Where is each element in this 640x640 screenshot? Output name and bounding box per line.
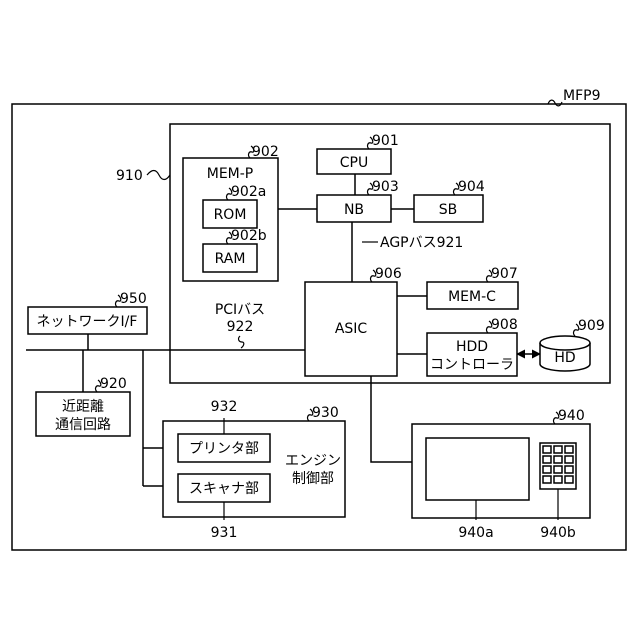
ram-ref: 902b: [231, 228, 267, 244]
hdd-controller-line1: HDD: [456, 339, 488, 355]
keypad-key: [565, 456, 573, 463]
keypad-key: [543, 476, 551, 483]
engine-ref: 930: [312, 405, 339, 421]
mem-c-label: MEM-C: [448, 289, 496, 305]
keypad-key: [554, 476, 562, 483]
controller-ref-label: 910: [116, 168, 143, 184]
network-if-ref: 950: [120, 291, 147, 307]
keypad-key: [565, 476, 573, 483]
sb-label: SB: [439, 202, 458, 218]
keypad-key: [554, 456, 562, 463]
printer-ref: 932: [211, 399, 238, 415]
operation-panel-ref: 940: [558, 408, 585, 424]
hd-ref: 909: [578, 318, 605, 334]
keypad-grid: [540, 443, 576, 489]
keypad-ref: 940b: [540, 525, 576, 541]
agp-bus-label: AGPバス921: [380, 235, 463, 251]
keypad-key: [554, 466, 562, 473]
engine-line2: 制御部: [292, 471, 334, 487]
keypad-key: [543, 456, 551, 463]
pci-bus-ref-leader: [239, 336, 244, 348]
hd-label: HD: [554, 350, 575, 366]
printer-label: プリンタ部: [189, 441, 259, 457]
short-range-line1: 近距離: [62, 398, 104, 415]
pci-bus-label: PCIバス: [215, 302, 265, 318]
rom-label: ROM: [214, 207, 247, 223]
rom-ref: 902a: [231, 184, 266, 200]
short-range-line2: 通信回路: [55, 417, 111, 433]
display-box: [426, 438, 529, 500]
keypad-key: [543, 446, 551, 453]
mem-p-label: MEM-P: [207, 166, 254, 182]
engine-line1: エンジン: [285, 453, 341, 469]
keypad-key: [554, 446, 562, 453]
wire-asic-panel: [371, 376, 412, 462]
mfp-ref-leader: [548, 100, 562, 106]
network-if-label: ネットワークI/F: [37, 314, 138, 330]
hdd-controller-ref: 908: [491, 317, 518, 333]
keypad-key: [543, 466, 551, 473]
cpu-ref: 901: [372, 133, 399, 149]
scanner-ref: 931: [211, 525, 238, 541]
cpu-label: CPU: [340, 155, 368, 171]
pci-bus-ref: 922: [227, 319, 254, 335]
mem-c-ref: 907: [491, 266, 518, 282]
asic-ref: 906: [375, 266, 402, 282]
display-ref: 940a: [458, 525, 493, 541]
nb-label: NB: [344, 202, 364, 218]
nb-ref: 903: [372, 179, 399, 195]
scanner-label: スキャナ部: [189, 481, 259, 497]
mfp-ref-label: MFP9: [563, 88, 600, 104]
keypad-key: [565, 446, 573, 453]
hd-cylinder-top: [540, 336, 590, 350]
keypad-key: [565, 466, 573, 473]
ram-label: RAM: [215, 251, 246, 267]
mem-p-ref: 902: [252, 144, 279, 160]
controller-ref-leader: [147, 171, 170, 180]
asic-label: ASIC: [335, 321, 368, 337]
hdd-controller-line2: コントローラ: [430, 357, 514, 373]
sb-ref: 904: [458, 179, 485, 195]
short-range-ref: 920: [100, 376, 127, 392]
